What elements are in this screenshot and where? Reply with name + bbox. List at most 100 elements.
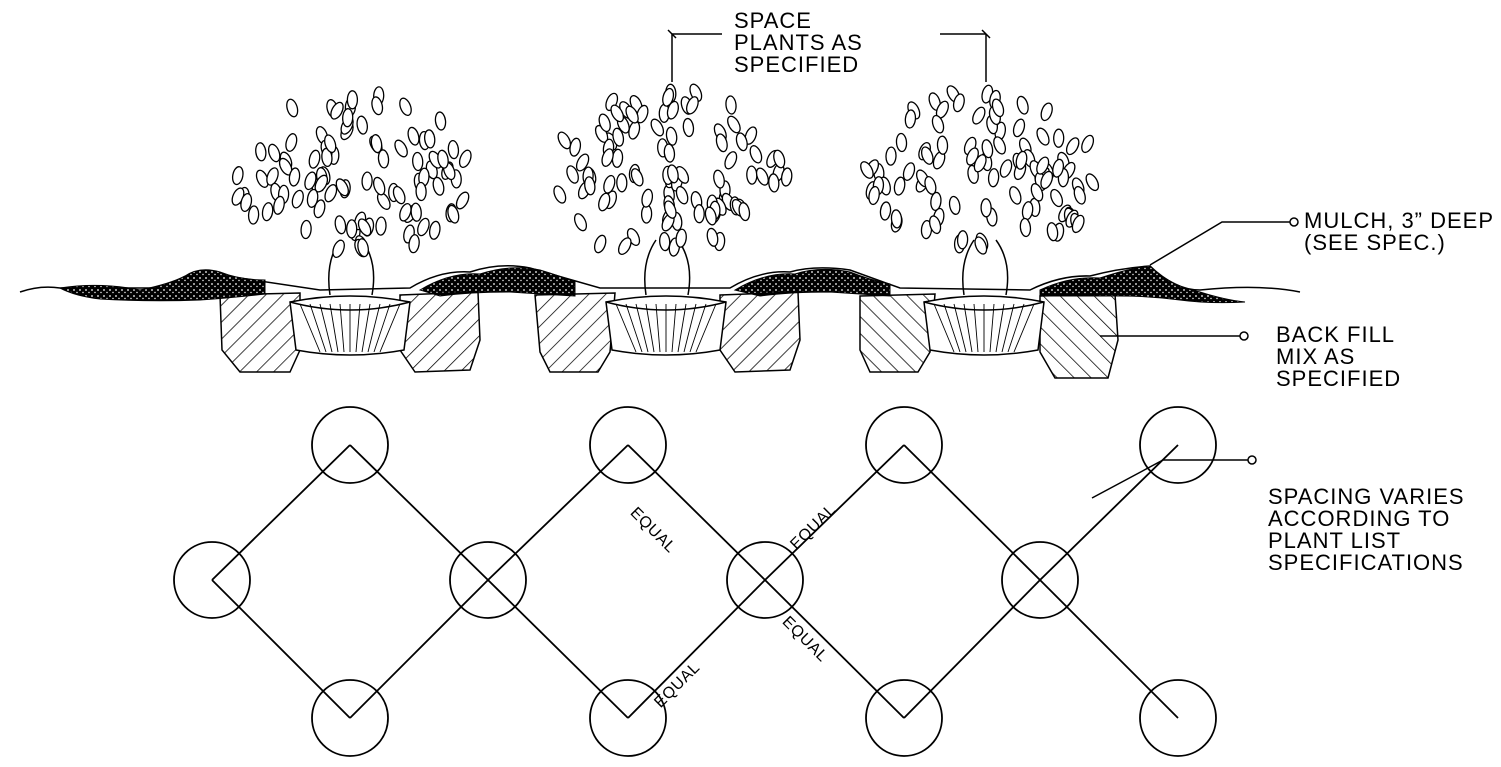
leaf-mark [665,126,678,146]
leaf-mark [663,143,676,163]
leaf-mark [773,149,786,169]
leaf-mark [434,111,447,131]
spacing-varies-line-4: SPECIFICATIONS [1268,550,1464,575]
leaf-mark [682,117,695,138]
leaf-mark [335,178,349,197]
leaf-mark [738,202,751,222]
leaf-mark [936,135,949,155]
leaf-mark [930,191,942,212]
leaf-mark [931,114,945,134]
leaf-mark [286,98,299,118]
leaf-mark [1036,156,1050,175]
leaf-mark [663,200,677,219]
mulch-layer [58,265,1246,304]
leaf-mark [636,104,649,124]
leaf-mark [593,234,607,254]
root-balls [289,295,1045,356]
leaf-mark [1015,150,1028,170]
plant-circle [311,679,389,757]
spacing-varies-line-2: ACCORDING TO [1268,506,1451,531]
leaf-mark [408,234,420,254]
leaf-mark [285,133,298,152]
leaf-mark [890,209,903,229]
leaf-mark [610,104,625,123]
leaf-mark [675,185,689,205]
leaf-mark [306,188,319,208]
leaf-mark [980,198,992,218]
leaf-mark [1046,222,1059,242]
leaf-mark [375,216,387,236]
leaf-mark [991,98,1005,118]
leaf-mark [266,167,279,186]
rootball-texture [299,303,1035,353]
plant-circle [1139,679,1217,757]
leaf-mark [1081,134,1095,154]
leaf-mark [662,87,675,107]
leaf-mark [455,191,470,210]
leaf-mark [415,181,427,202]
leaf-mark [399,203,412,222]
space-plants-label: SPACE PLANTS AS SPECIFIED [734,10,863,76]
spacing-varies-line-3: PLANT LIST [1268,528,1402,553]
leaf-mark [412,151,424,172]
leaf-mark [377,149,390,169]
leaf-mark [371,96,384,116]
leaf-mark [428,220,441,240]
plant-circle [173,541,251,619]
leaf-mark [727,115,741,134]
leaf-mark [706,227,719,247]
plant-circle [726,541,804,619]
leaf-mark [407,126,420,146]
plant-circle [449,541,527,619]
leaf-mark [334,215,347,235]
space-plants-line-3: SPECIFIED [734,52,860,77]
leaf-mark [999,159,1013,178]
leaf-mark [410,202,422,222]
leaf-mark [573,213,588,232]
plan-view-spacing [173,406,1217,757]
leaf-mark [394,139,408,158]
leaf-mark [868,185,880,206]
leaf-mark [300,219,312,240]
leaf-mark [1065,137,1080,156]
leaf-mark [370,134,383,154]
leaf-mark [659,231,671,252]
leaf-mark [346,219,358,239]
leaf-mark [1009,186,1022,205]
leaf-mark [357,238,369,258]
leaf-mark [893,176,906,196]
leaf-mark [973,154,987,173]
leaf-mark [240,193,253,212]
leaf-mark [885,146,897,166]
plant-circle [1001,541,1079,619]
mulch-label: MULCH, 3” DEEP (SEE SPEC.) [1304,210,1494,254]
leaf-mark [749,145,763,164]
leaf-mark [902,162,916,181]
leaf-mark [584,176,596,196]
leaf-mark [724,151,738,170]
leaf-mark [372,176,386,196]
leaf-mark [972,106,986,125]
leaf-mark [650,118,665,137]
leaf-mark [342,108,354,128]
leaf-mark [974,236,988,255]
leaf-mark [641,188,654,208]
tree-canopies [231,83,1100,259]
leaf-mark [356,115,368,135]
leaf-mark [598,192,611,212]
leaf-mark [392,185,406,205]
leaf-mark [713,169,725,189]
leaf-mark [1021,201,1034,221]
leaf-mark [1050,188,1064,208]
leaf-mark [361,171,373,191]
leaf-mark [956,230,969,250]
leaf-mark [924,176,937,195]
leaf-mark [569,137,582,157]
leaf-mark [625,105,639,124]
leaf-mark [432,176,445,196]
plant-circle [589,679,667,757]
leaf-mark [704,206,717,226]
leaf-mark [768,173,780,193]
leaf-mark [616,173,628,193]
